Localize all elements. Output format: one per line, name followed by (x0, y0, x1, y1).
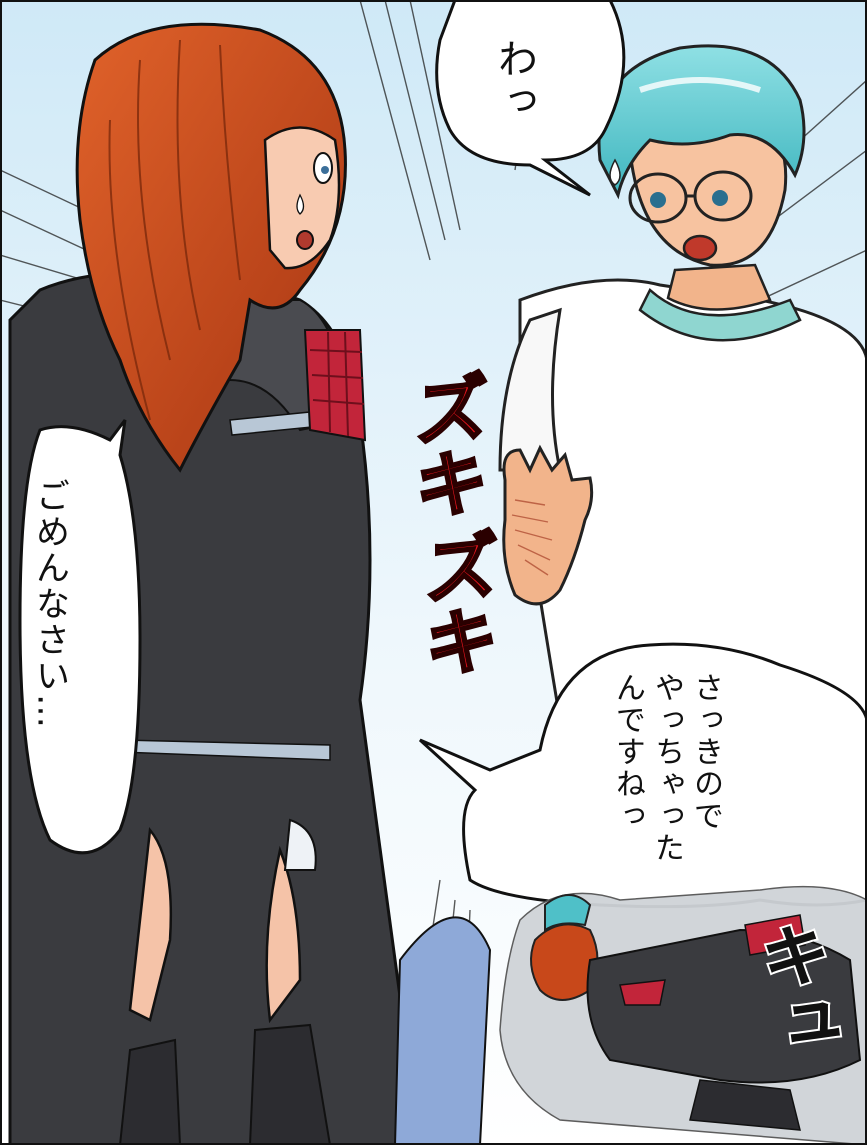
speech-text-gomen: ごめんなさい… (29, 478, 70, 730)
flashback-inset (499, 885, 867, 1145)
speech-text-sakki: さっきので やっちゃった んですねっ (610, 672, 723, 864)
sfx-inset: キュ (743, 913, 848, 1067)
speech-text-wa: わっ (491, 38, 537, 122)
sfx-zuki-1: ズキ (401, 366, 490, 526)
boy-character (498, 44, 867, 722)
sfx-zuki-2: ズキ (411, 524, 500, 684)
speech-bubble-left (18, 419, 142, 855)
speech-bubble-top (435, 0, 626, 197)
